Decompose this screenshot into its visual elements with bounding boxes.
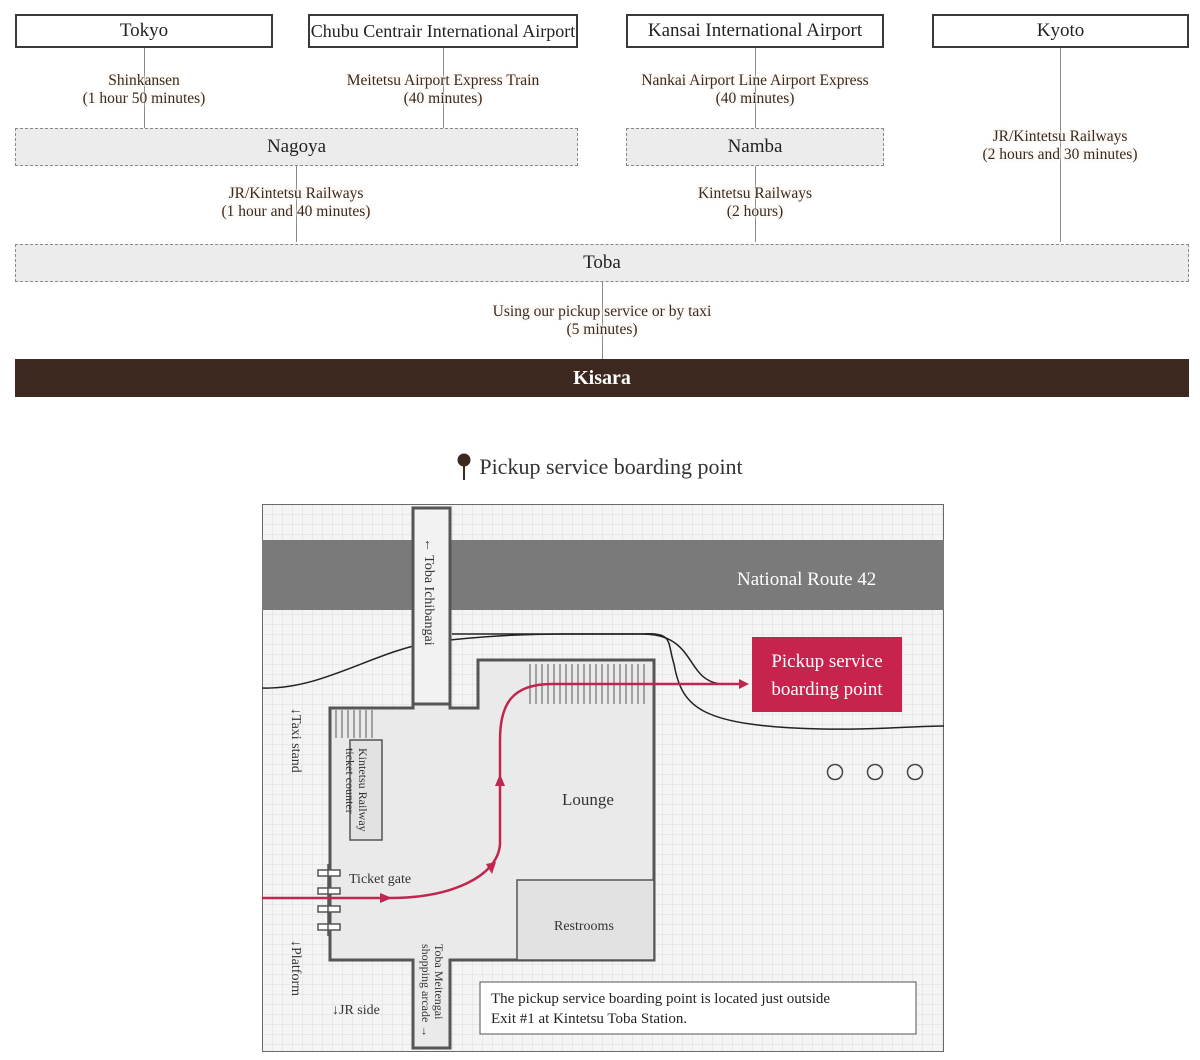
meitengai-label-2: shopping arcade → bbox=[419, 944, 433, 1037]
restrooms-label: Restrooms bbox=[554, 919, 614, 934]
lounge-label: Lounge bbox=[562, 790, 614, 809]
line-namba-toba bbox=[755, 166, 756, 242]
hub-nagoya: Nagoya bbox=[15, 128, 578, 166]
bollard-1 bbox=[826, 763, 844, 781]
ticket-gate-label: Ticket gate bbox=[349, 872, 411, 887]
route-label-namba-toba: Kintetsu Railways (2 hours) bbox=[655, 185, 855, 221]
origin-tokyo: Tokyo bbox=[15, 14, 273, 48]
ichibangai-label: ← Toba Ichibangai bbox=[421, 538, 436, 646]
ticket-counter-label-2: ticket counter bbox=[343, 748, 357, 814]
route-time: (1 hour 50 minutes) bbox=[82, 90, 206, 107]
route-line: JR/Kintetsu Railways bbox=[228, 185, 364, 202]
route-line: Shinkansen bbox=[108, 72, 180, 89]
road-curve-lower bbox=[452, 633, 944, 730]
line-chubu-nagoya bbox=[443, 48, 444, 128]
national-route-road bbox=[262, 540, 944, 610]
line-nagoya-toba bbox=[296, 166, 297, 242]
map-title: Pickup service boarding point bbox=[0, 452, 1200, 482]
line-kyoto-toba bbox=[1060, 48, 1061, 242]
route-label-nagoya-toba: JR/Kintetsu Railways (1 hour and 40 minu… bbox=[186, 185, 406, 221]
route-time: (40 minutes) bbox=[403, 90, 483, 107]
restrooms bbox=[516, 879, 655, 961]
destination-kisara: Kisara bbox=[15, 359, 1189, 397]
origin-kansai-airport: Kansai International Airport bbox=[626, 14, 884, 48]
jr-side-label: ↓JR side bbox=[332, 1003, 380, 1018]
bollard-3 bbox=[906, 763, 924, 781]
note-box bbox=[479, 981, 917, 1035]
walking-route bbox=[262, 679, 749, 900]
map-title-text: Pickup service boarding point bbox=[479, 454, 743, 479]
platform-label: ↓Platform bbox=[288, 940, 303, 996]
ticket-counter-label-1: Kintetsu Railway bbox=[356, 748, 370, 832]
stairs-left bbox=[335, 710, 373, 738]
route-time: (5 minutes) bbox=[566, 321, 638, 338]
route-line: JR/Kintetsu Railways bbox=[992, 128, 1128, 145]
road-curve-upper bbox=[262, 633, 733, 689]
route-arrow-icon bbox=[380, 893, 392, 903]
route-line: Using our pickup service or by taxi bbox=[492, 303, 712, 320]
route-label-chubu-nagoya: Meitetsu Airport Express Train (40 minut… bbox=[313, 72, 573, 108]
national-route-label: National Route 42 bbox=[737, 569, 876, 590]
line-kansai-namba bbox=[755, 48, 756, 128]
route-time: (2 hours) bbox=[726, 203, 784, 220]
line-tokyo-nagoya bbox=[144, 48, 145, 128]
route-time: (2 hours and 30 minutes) bbox=[982, 146, 1138, 163]
origin-chubu-airport: Chubu Centrair International Airport bbox=[308, 14, 578, 48]
pickup-point-box bbox=[752, 637, 902, 712]
map-pin-icon bbox=[457, 453, 471, 480]
meitengai-label-1: Toba Meitengai bbox=[432, 944, 446, 1020]
ichibangai-corridor bbox=[411, 506, 452, 710]
route-label-toba-kisara: Using our pickup service or by taxi (5 m… bbox=[452, 303, 752, 339]
route-line: Meitetsu Airport Express Train bbox=[346, 72, 540, 89]
route-label-kansai-namba: Nankai Airport Line Airport Express (40 … bbox=[615, 72, 895, 108]
route-label-tokyo-nagoya: Shinkansen (1 hour 50 minutes) bbox=[44, 72, 244, 108]
route-line: Nankai Airport Line Airport Express bbox=[641, 72, 869, 89]
hub-namba: Namba bbox=[626, 128, 884, 166]
pickup-point-label-2: boarding point bbox=[771, 679, 883, 700]
route-time: (40 minutes) bbox=[715, 90, 795, 107]
route-line: Kintetsu Railways bbox=[697, 185, 813, 202]
route-arrow-icon bbox=[495, 774, 505, 786]
ticket-counter bbox=[349, 739, 383, 841]
origin-kyoto: Kyoto bbox=[932, 14, 1189, 48]
station-map: National Route 42 ← Toba Ichibangai Kint… bbox=[262, 504, 944, 1052]
route-label-kyoto-toba: JR/Kintetsu Railways (2 hours and 30 min… bbox=[950, 128, 1170, 164]
route-arrow-icon bbox=[486, 862, 496, 874]
ticket-gate-icon bbox=[317, 864, 341, 936]
bollard-2 bbox=[866, 763, 884, 781]
note-line-1: The pickup service boarding point is loc… bbox=[491, 991, 830, 1007]
pickup-point-label-1: Pickup service bbox=[771, 651, 882, 672]
line-toba-kisara bbox=[602, 282, 603, 359]
route-time: (1 hour and 40 minutes) bbox=[221, 203, 371, 220]
note-line-2: Exit #1 at Kintetsu Toba Station. bbox=[491, 1011, 687, 1027]
hub-toba: Toba bbox=[15, 244, 1189, 282]
taxi-stand-label: ↓Taxi stand bbox=[288, 708, 303, 773]
